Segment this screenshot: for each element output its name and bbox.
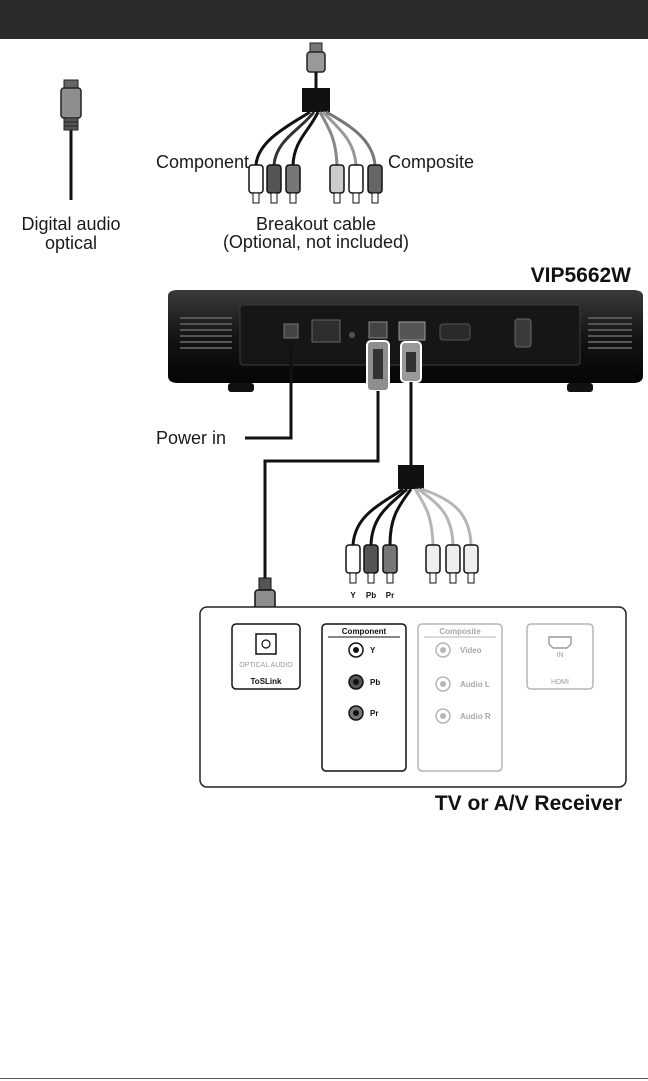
component-port-pr: Pr [370, 709, 378, 718]
digital-audio-label-line2: optical [45, 233, 97, 253]
component-port-y: Y [370, 646, 376, 655]
component-jacks [349, 643, 363, 720]
hdmi-port-icon [549, 637, 571, 648]
toslink-label: ToSLink [251, 677, 283, 686]
composite-port-audio-l: Audio L [460, 680, 490, 689]
optical-audio-label: OPTICAL AUDIO [239, 662, 293, 669]
optical-cable-illustration [61, 80, 81, 200]
breakout-cable-lower [346, 465, 478, 583]
plug-label-y: Y [350, 591, 356, 600]
breakout-cable-illustration [249, 43, 382, 203]
model-label: VIP5662W [531, 264, 632, 287]
receiver-title: TV or A/V Receiver [435, 792, 622, 815]
plug-label-pr: Pr [386, 591, 394, 600]
component-port-pb: Pb [370, 678, 380, 687]
composite-jacks [436, 643, 450, 723]
power-in-label: Power in [156, 428, 226, 448]
breakout-cable-label: Breakout cable [256, 214, 376, 234]
receiver-composite-title: Composite [439, 627, 481, 636]
receiver-component-group [322, 624, 406, 771]
plug-label-pb: Pb [366, 591, 376, 600]
footer-rule [0, 1078, 648, 1079]
hdmi-in-label: IN [557, 652, 564, 659]
optical-cable-run [265, 391, 378, 578]
composite-label: Composite [388, 152, 474, 172]
composite-port-audio-r: Audio R [460, 712, 491, 721]
receiver-component-title: Component [342, 627, 387, 636]
composite-port-video: Video [460, 646, 482, 655]
digital-audio-label-line1: Digital audio [21, 214, 120, 234]
hdmi-label: HDMI [551, 679, 569, 686]
component-label: Component [156, 152, 249, 172]
breakout-cable-note: (Optional, not included) [223, 232, 409, 252]
